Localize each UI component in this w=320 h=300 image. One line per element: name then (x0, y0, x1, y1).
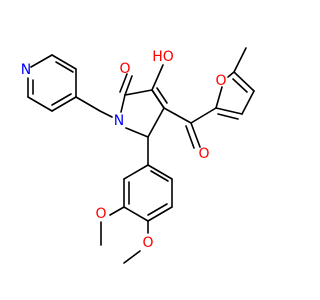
pyridine-nitrogen-label: N (21, 62, 31, 78)
ring-nitrogen-label: N (114, 113, 124, 129)
furan-oxygen-label: O (215, 73, 226, 89)
bond-lines (27, 47, 255, 264)
methoxy-oxygen-upper-label: O (95, 206, 106, 222)
atom-labels: N N O HO O O O O (21, 49, 227, 251)
methoxy-oxygen-lower-label: O (142, 235, 153, 251)
ring-carbonyl-oxygen-label: O (119, 61, 130, 77)
molecule-structure: N N O HO O O O O (21, 47, 255, 264)
hydroxyl-label: HO (152, 49, 174, 65)
ketone-oxygen-label: O (198, 146, 209, 162)
